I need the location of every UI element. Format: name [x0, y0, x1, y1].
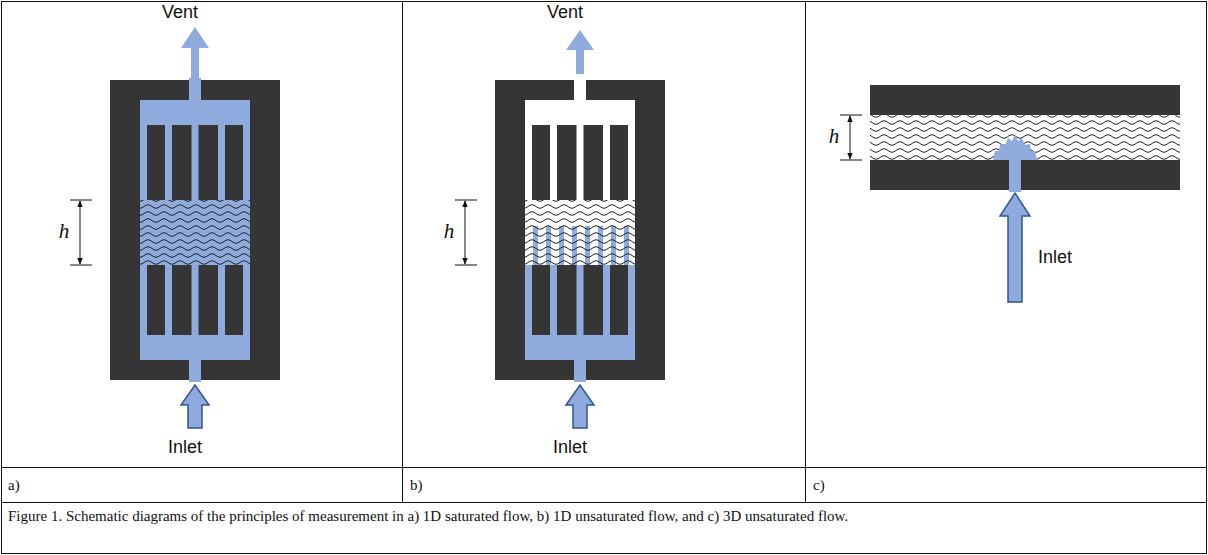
vent-arrow [181, 27, 209, 80]
inlet-channel [1009, 158, 1021, 192]
top-plate [870, 85, 1180, 115]
panel-label: a) [8, 476, 20, 494]
table-rule [1, 1, 2, 554]
flow-label: Inlet [168, 437, 202, 459]
figure-caption: Figure 1. Schematic diagrams of the prin… [8, 506, 1196, 528]
table-rule [1206, 1, 1207, 554]
bottom-plate [870, 160, 1180, 190]
dimension-tick [455, 200, 477, 201]
dimension-line [465, 201, 466, 264]
dimension-tick [455, 265, 477, 266]
unsaturated-cell [455, 30, 665, 428]
table-rule [402, 1, 403, 502]
inlet-channel [574, 358, 586, 382]
cell-housing [110, 80, 280, 380]
panel-label: c) [813, 476, 825, 494]
dimension-label: h [829, 124, 840, 149]
inlet-arrow [566, 385, 594, 428]
dimension-tick [70, 200, 92, 201]
flow-label: Vent [547, 2, 583, 24]
dimension-label: h [444, 219, 455, 244]
dimension-line [850, 116, 851, 159]
table-rule [1, 1, 1207, 2]
porous-sample [525, 200, 635, 265]
dimension-tick [840, 160, 862, 161]
porous-sample [140, 200, 250, 265]
cell-housing [495, 80, 665, 380]
vent-arrow [566, 30, 594, 74]
dimension-line [80, 201, 81, 264]
saturated-cell [70, 27, 280, 428]
table-rule [1, 502, 1207, 503]
table-rule [1, 467, 1207, 468]
inlet-channel [189, 358, 201, 382]
inlet-arrow [181, 385, 209, 428]
porous-sample [870, 115, 1180, 160]
flow-label: Inlet [1038, 247, 1072, 269]
vent-channel [189, 78, 201, 102]
panel-label: b) [410, 476, 423, 494]
inlet-arrow [1000, 193, 1030, 302]
flow-label: Inlet [553, 437, 587, 459]
dimension-tick [840, 115, 862, 116]
dimension-tick [70, 265, 92, 266]
wetting-front [993, 134, 1037, 160]
dimension-label: h [59, 219, 70, 244]
table-rule [1, 553, 1207, 554]
planar-cell [840, 85, 1180, 302]
table-rule [805, 1, 806, 502]
flow-label: Vent [162, 2, 198, 24]
